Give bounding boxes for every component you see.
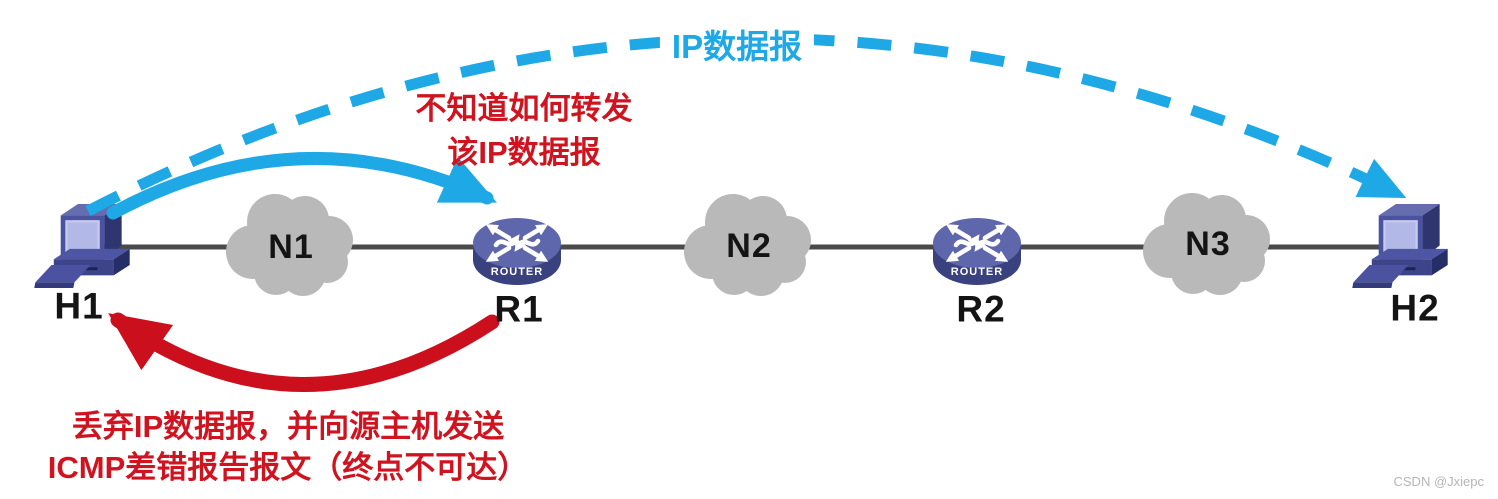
r1-forwarding-note: 不知道如何转发 该IP数据报 — [416, 87, 633, 175]
r1-note-line1: 不知道如何转发 — [415, 91, 633, 126]
network-n1-label: N1 — [268, 228, 314, 266]
icmp-error-arrow — [108, 312, 500, 392]
ip-datagram-label: IP数据报 — [659, 18, 815, 70]
icmp-discard-note: 丢弃IP数据报，并向源主机发送 ICMP差错报告报文（终点不可达） — [48, 406, 529, 488]
bottom-note-line2: ICMP差错报告报文（终点不可达） — [47, 450, 529, 485]
router-r1-label: R1 — [494, 288, 544, 330]
datagram-send-arrow — [106, 151, 497, 220]
ip-datagram-dashed-arrow — [85, 33, 1407, 216]
bottom-note-line1: 丢弃IP数据报，并向源主机发送 — [71, 409, 505, 444]
host-h2-label: H2 — [1390, 287, 1440, 329]
router-r2-label: R2 — [956, 288, 1006, 330]
router-r1-device-text: ROUTER — [490, 266, 544, 278]
watermark: CSDN @Jxiepc — [1393, 474, 1485, 489]
network-n2-label: N2 — [726, 227, 772, 265]
router-r2-device-text: ROUTER — [950, 266, 1004, 278]
network-n3-label: N3 — [1185, 225, 1231, 263]
host-h1-label: H1 — [54, 285, 104, 327]
r1-note-line2: 该IP数据报 — [447, 135, 601, 170]
